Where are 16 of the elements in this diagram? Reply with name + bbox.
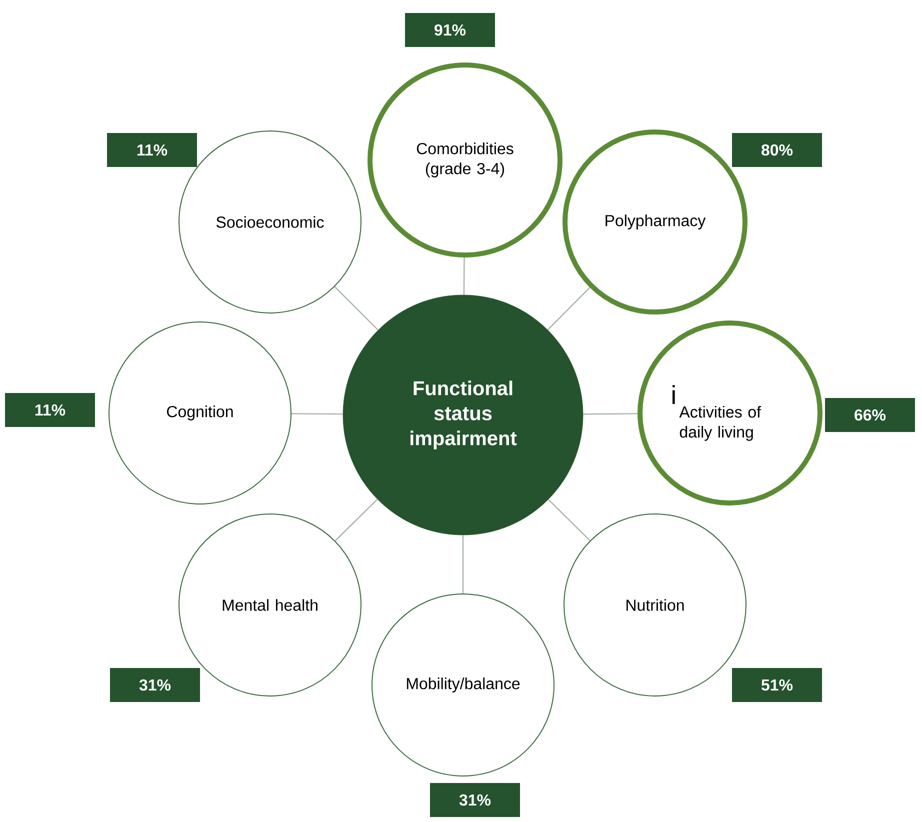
connector-line: [548, 499, 590, 542]
percentage-badge: 66%: [825, 398, 915, 432]
connector-line: [334, 286, 378, 330]
connector-line: [463, 257, 465, 295]
connector-line: [583, 413, 638, 415]
percentage-badge: 51%: [732, 668, 822, 702]
percentage-badge: 31%: [430, 782, 520, 817]
percentage-badge: 31%: [110, 668, 200, 702]
connector-line: [547, 287, 590, 330]
percentage-badge: 11%: [5, 393, 95, 427]
percentage-badge: 91%: [405, 13, 495, 47]
percentage-badge: 80%: [732, 133, 822, 167]
connector-line: [334, 498, 378, 542]
percentage-badge: 11%: [107, 133, 197, 167]
connector-line: [291, 413, 343, 415]
connector-line: [462, 535, 464, 594]
